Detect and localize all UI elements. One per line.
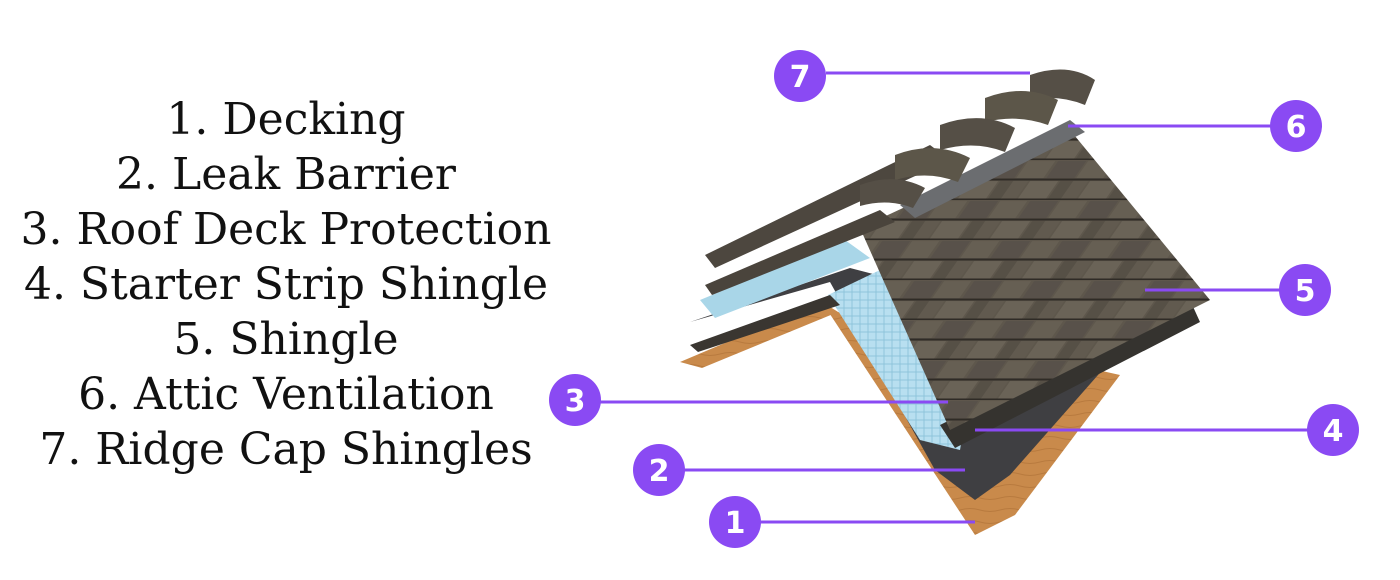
legend-item-attic-ventilation: 6. Attic Ventilation — [78, 369, 494, 420]
underlayment-left — [700, 240, 870, 318]
callout-badge-6: 6 — [1270, 100, 1322, 152]
attic-vent-strip — [900, 120, 1085, 218]
svg-text:1: 1 — [725, 506, 746, 541]
legend-item-leak-barrier: 2. Leak Barrier — [116, 149, 456, 200]
layer-legend: 1. Decking 2. Leak Barrier 3. Roof Deck … — [0, 92, 572, 477]
callout-badge-5: 5 — [1279, 264, 1331, 316]
shingle-field — [860, 130, 1210, 430]
ridge-cap-5 — [860, 179, 925, 208]
svg-text:2: 2 — [649, 454, 670, 489]
callout-badge-4: 4 — [1307, 404, 1359, 456]
svg-text:3: 3 — [565, 384, 586, 419]
legend-item-starter-strip: 4. Starter Strip Shingle — [23, 259, 549, 310]
ridge-cap-group — [860, 69, 1095, 208]
ridge-cap-4 — [895, 148, 970, 182]
left-shingle-overhang-2 — [705, 210, 895, 295]
ridge-cap-3 — [940, 118, 1015, 152]
left-shingle-overhang-1 — [705, 145, 950, 268]
svg-text:6: 6 — [1286, 110, 1307, 145]
ridge-cap-2 — [985, 90, 1058, 125]
callout-badge-7: 7 — [774, 50, 826, 102]
callout-badge-3: 3 — [549, 374, 601, 426]
legend-item-roof-deck-protection: 3. Roof Deck Protection — [20, 204, 552, 255]
svg-text:7: 7 — [790, 60, 811, 95]
legend-item-decking: 1. Decking — [166, 94, 406, 145]
svg-text:4: 4 — [1323, 414, 1344, 449]
callout-badge-2: 2 — [633, 444, 685, 496]
left-shingle-overhang-3 — [690, 295, 840, 352]
roof-deck-protection-layer — [828, 270, 965, 450]
callout-lines — [600, 71, 1308, 524]
legend-item-ridge-cap: 7. Ridge Cap Shingles — [39, 424, 533, 475]
legend-item-shingle: 5. Shingle — [173, 314, 399, 365]
svg-text:5: 5 — [1295, 274, 1316, 309]
callout-badge-1: 1 — [709, 496, 761, 548]
